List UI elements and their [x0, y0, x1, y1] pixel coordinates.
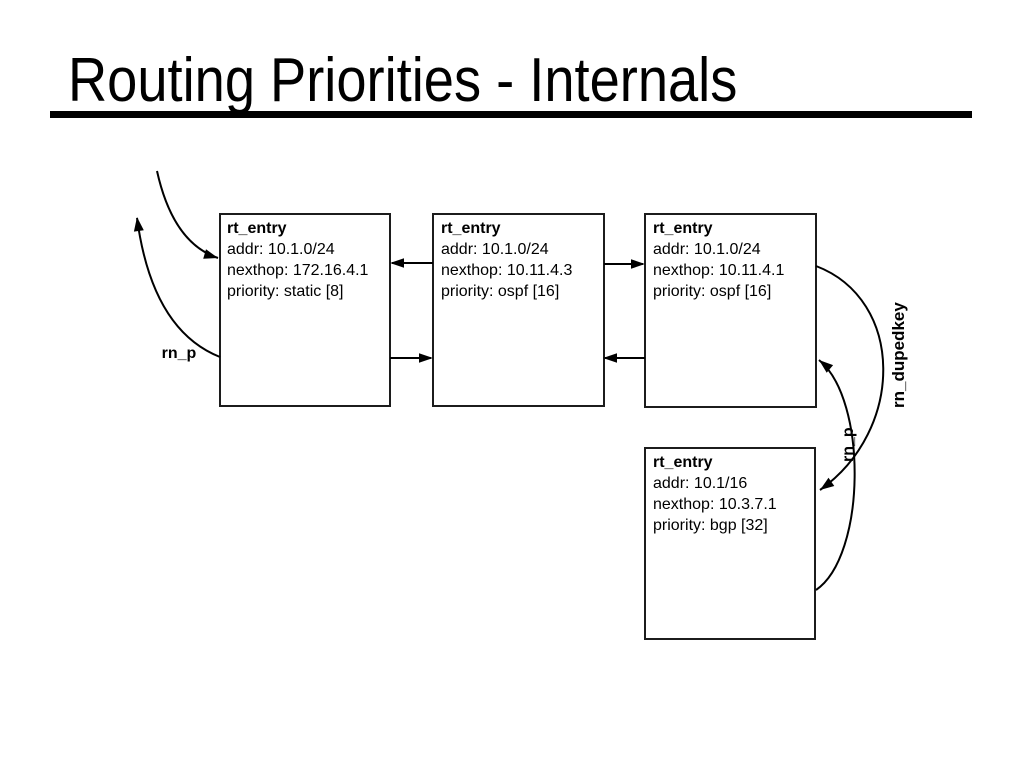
label-rn-p-left: rn_p — [162, 345, 197, 362]
arrowhead-up-left-icon — [819, 360, 834, 373]
node-rt-entry-bgp: rt_entry addr: 10.1/16 nexthop: 10.3.7.1… — [644, 447, 816, 640]
page-title: Routing Priorities - Internals — [68, 46, 738, 115]
node-nexthop: nexthop: 10.11.4.1 — [653, 262, 784, 279]
node-priority: priority: ospf [16] — [653, 283, 771, 300]
arrow-rn-dupedkey-node3-to-node4 — [815, 265, 885, 491]
node-addr: addr: 10.1.0/24 — [653, 241, 761, 258]
node-addr: addr: 10.1/16 — [653, 475, 747, 492]
arrowhead-right-icon — [631, 259, 645, 269]
node-priority: priority: bgp [32] — [653, 517, 768, 534]
node-priority: priority: static [8] — [227, 283, 343, 300]
node-rt-entry-ospf-middle: rt_entry addr: 10.1.0/24 nexthop: 10.11.… — [432, 213, 605, 407]
arrow-curve — [815, 265, 885, 491]
node-nexthop: nexthop: 10.3.7.1 — [653, 496, 777, 513]
arrow-node3-to-node2 — [603, 353, 645, 363]
node-title: rt_entry — [227, 220, 287, 237]
title-underline — [50, 111, 972, 118]
node-title: rt_entry — [653, 220, 713, 237]
arrow-curve — [156, 170, 219, 259]
arrowhead-left-icon — [603, 353, 617, 363]
arrowhead-right-icon — [419, 353, 433, 363]
node-box — [432, 213, 605, 407]
node-rt-entry-ospf-right: rt_entry addr: 10.1.0/24 nexthop: 10.11.… — [644, 213, 817, 408]
arrowhead-left-icon — [820, 477, 835, 490]
node-addr: addr: 10.1.0/24 — [441, 241, 549, 258]
node-rt-entry-static: rt_entry addr: 10.1.0/24 nexthop: 172.16… — [219, 213, 391, 407]
arrowhead-right-icon — [203, 249, 218, 259]
node-title: rt_entry — [653, 454, 713, 471]
node-nexthop: nexthop: 172.16.4.1 — [227, 262, 369, 279]
node-priority: priority: ospf [16] — [441, 283, 559, 300]
label-rn-dupedkey: rn_dupedkey — [889, 302, 908, 408]
node-box — [644, 447, 816, 640]
arrow-rn-p-from-node1 — [133, 217, 221, 358]
node-box — [219, 213, 391, 407]
arrow-curve — [136, 217, 221, 358]
arrow-node2-to-node1 — [390, 258, 433, 268]
arrowhead-up-icon — [133, 217, 144, 232]
arrowhead-left-icon — [390, 258, 404, 268]
arrow-curve — [815, 359, 856, 591]
node-addr: addr: 10.1.0/24 — [227, 241, 335, 258]
node-nexthop: nexthop: 10.11.4.3 — [441, 262, 572, 279]
node-box — [644, 213, 817, 408]
node-title: rt_entry — [441, 220, 501, 237]
arrow-node2-to-node3 — [604, 259, 645, 269]
arrow-incoming-to-node1 — [156, 170, 219, 259]
arrow-node1-to-node2 — [390, 353, 433, 363]
label-rn-p-right: rn_p — [840, 427, 857, 462]
arrow-rn-p-node4-to-node3 — [815, 359, 856, 591]
